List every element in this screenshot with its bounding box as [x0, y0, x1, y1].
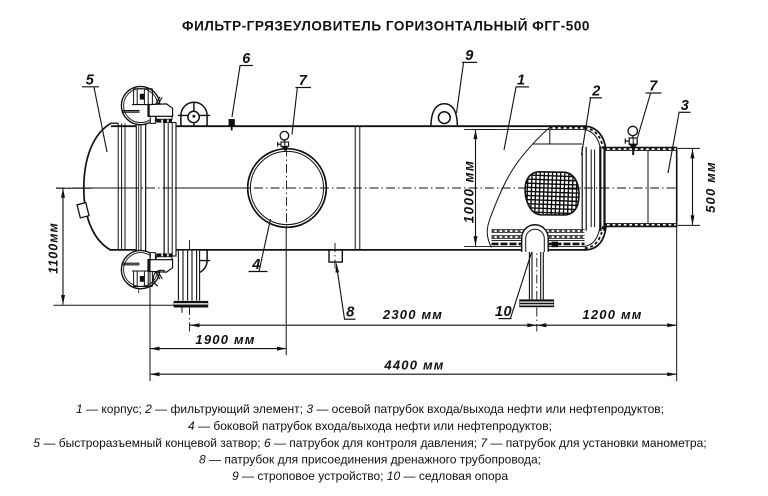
svg-text:8 — патрубок для присоединения: 8 — патрубок для присоединения дренажног… — [199, 453, 541, 467]
svg-text:4: 4 — [251, 257, 261, 273]
svg-text:1900 мм: 1900 мм — [195, 332, 255, 347]
svg-text:2: 2 — [591, 83, 601, 99]
svg-text:4400 мм: 4400 мм — [383, 358, 444, 373]
svg-text:5 — быстроразъемный концевой з: 5 — быстроразъемный концевой затвор; 6 —… — [33, 436, 706, 450]
svg-text:1100мм: 1100мм — [47, 222, 61, 273]
svg-text:7: 7 — [299, 73, 308, 89]
svg-text:3: 3 — [681, 98, 690, 114]
svg-text:1 — корпус; 2 — фильтрующий эл: 1 — корпус; 2 — фильтрующий элемент; 3 —… — [76, 402, 664, 416]
svg-text:10: 10 — [495, 304, 512, 320]
svg-text:7: 7 — [649, 79, 658, 95]
svg-text:1: 1 — [517, 72, 526, 88]
svg-text:4 — боковой патрубок входа/вых: 4 — боковой патрубок входа/выхода нефти … — [188, 419, 552, 433]
svg-text:6: 6 — [242, 51, 251, 67]
svg-text:1200 мм: 1200 мм — [582, 307, 642, 322]
svg-text:9: 9 — [465, 48, 474, 64]
svg-text:500 мм: 500 мм — [703, 161, 718, 213]
svg-text:8: 8 — [346, 305, 355, 321]
svg-text:1000 мм: 1000 мм — [462, 160, 477, 224]
svg-text:5: 5 — [86, 72, 95, 88]
svg-text:9 — строповое устройство; 10 —: 9 — строповое устройство; 10 — седловая … — [232, 469, 508, 483]
svg-text:ФИЛЬТР-ГРЯЗЕУЛОВИТЕЛЬ ГОРИЗОНТ: ФИЛЬТР-ГРЯЗЕУЛОВИТЕЛЬ ГОРИЗОНТАЛЬНЫЙ ФГГ… — [182, 19, 590, 34]
svg-text:2300 мм: 2300 мм — [382, 307, 443, 322]
